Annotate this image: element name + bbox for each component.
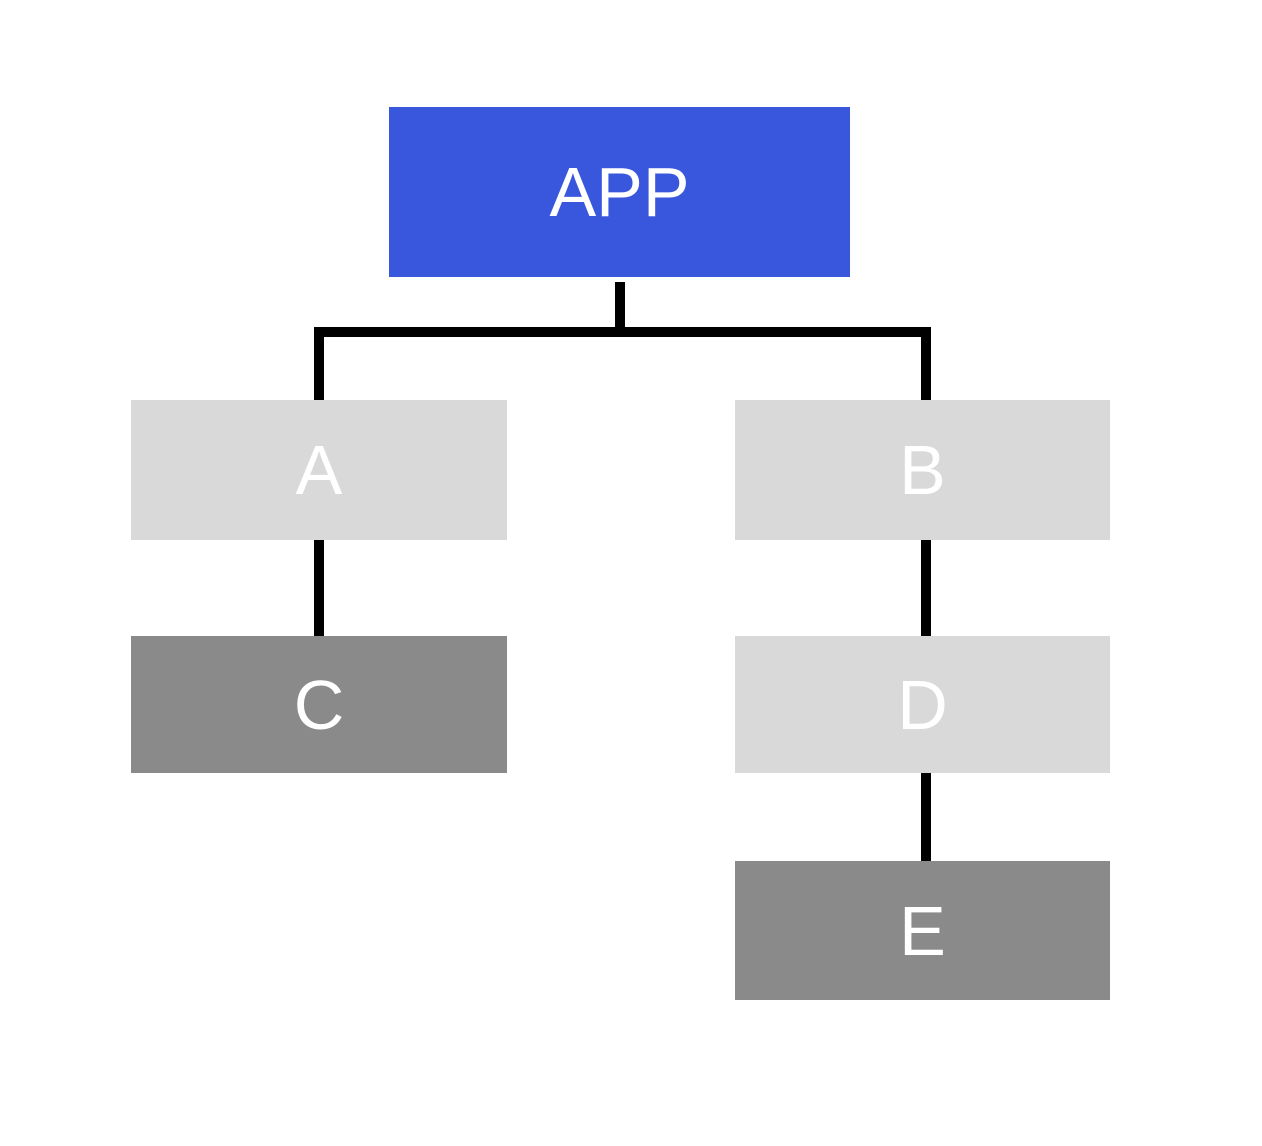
node-e-label: E bbox=[899, 891, 946, 970]
node-app-label: APP bbox=[549, 153, 690, 231]
node-d-label: D bbox=[897, 665, 948, 744]
node-a-label: A bbox=[295, 431, 343, 509]
node-b-label: B bbox=[899, 431, 946, 509]
node-e: E bbox=[735, 861, 1110, 1000]
node-d: D bbox=[735, 636, 1110, 773]
node-a: A bbox=[131, 400, 507, 540]
node-b: B bbox=[735, 400, 1110, 540]
node-app: APP bbox=[389, 107, 850, 277]
connector-app-a bbox=[314, 327, 620, 400]
node-c-label: C bbox=[293, 665, 345, 744]
connector-app-b bbox=[620, 327, 931, 400]
node-c: C bbox=[131, 636, 507, 773]
